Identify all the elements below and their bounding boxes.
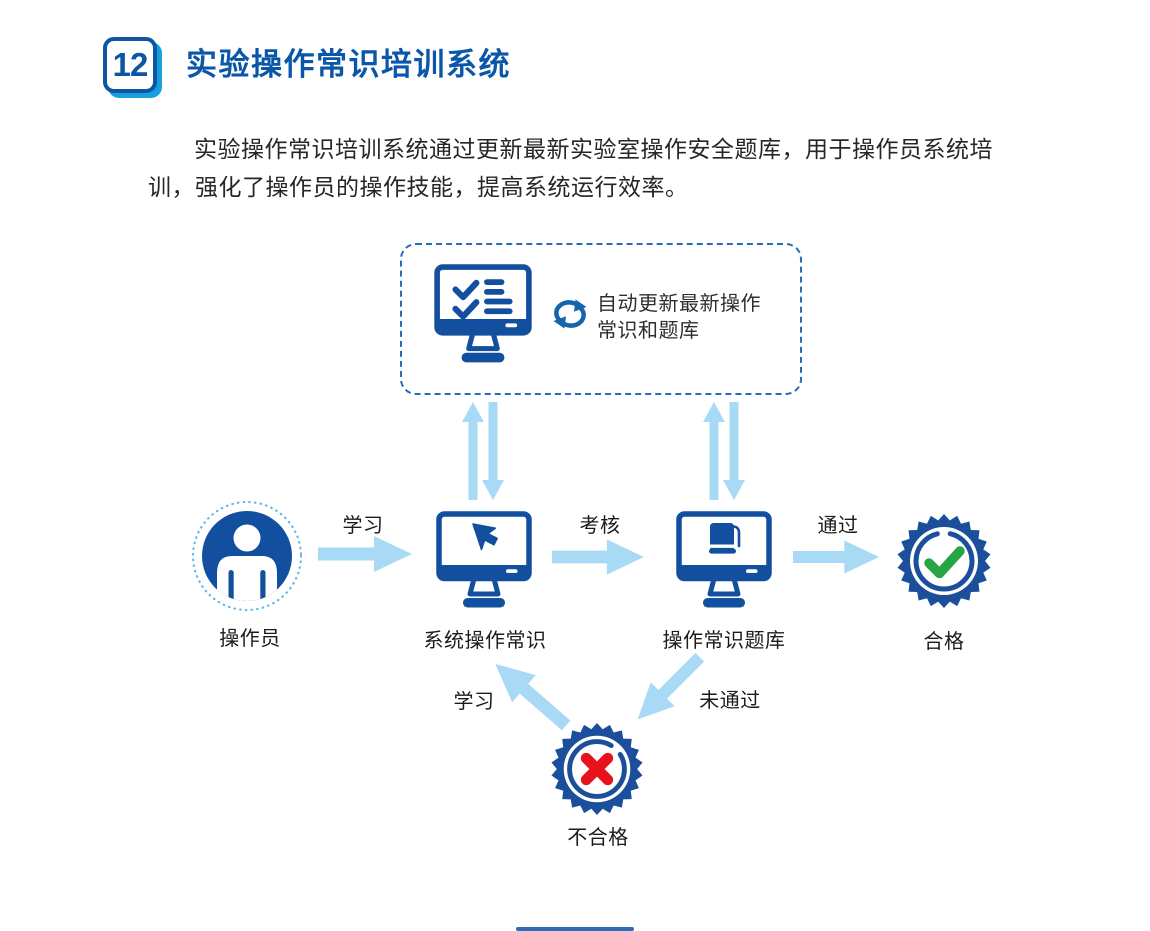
flow-arrow-study xyxy=(318,536,412,572)
operator-icon xyxy=(191,500,303,612)
edge-pass-label: 通过 xyxy=(817,515,859,537)
page-footer-line xyxy=(516,927,634,931)
system-knowledge-label: 系统操作常识 xyxy=(423,630,547,652)
qualified-label: 合格 xyxy=(923,631,965,653)
auto-update-line1: 自动更新最新操作 xyxy=(597,293,761,315)
question-bank-label: 操作常识题库 xyxy=(662,630,786,652)
intro-paragraph: 实验操作常识培训系统通过更新最新实验室操作安全题库，用于操作员系统培训，强化了操… xyxy=(148,136,993,200)
monitor-cursor-icon xyxy=(436,511,532,608)
sync-icon xyxy=(553,299,587,329)
flow-arrow-restudy xyxy=(495,663,571,731)
sync-arrows-right-icon xyxy=(703,402,745,500)
edge-not-pass-label: 未通过 xyxy=(699,690,761,712)
edge-assess-label: 考核 xyxy=(579,515,621,537)
flow-arrow-pass xyxy=(793,540,880,574)
fail-seal-cross-icon xyxy=(551,722,643,816)
edge-restudy-label: 学习 xyxy=(453,691,495,713)
pass-seal-check-icon xyxy=(897,514,991,608)
section-number: 12 xyxy=(112,46,149,83)
flow-arrow-not-pass xyxy=(637,652,705,720)
flow-arrow-assess xyxy=(552,539,645,575)
operator-label: 操作员 xyxy=(219,628,281,650)
auto-update-box xyxy=(400,243,802,395)
section-number-badge: 12 xyxy=(103,37,157,93)
sync-arrows-left-icon xyxy=(462,402,504,500)
auto-update-line2: 常识和题库 xyxy=(597,320,700,342)
monitor-book-icon xyxy=(676,511,772,608)
auto-update-label: 自动更新最新操作 常识和题库 xyxy=(597,291,761,345)
not-qualified-label: 不合格 xyxy=(567,827,629,849)
monitor-checklist-icon xyxy=(434,264,532,363)
edge-study-label: 学习 xyxy=(342,515,384,537)
page-title: 实验操作常识培训系统 xyxy=(186,47,511,82)
